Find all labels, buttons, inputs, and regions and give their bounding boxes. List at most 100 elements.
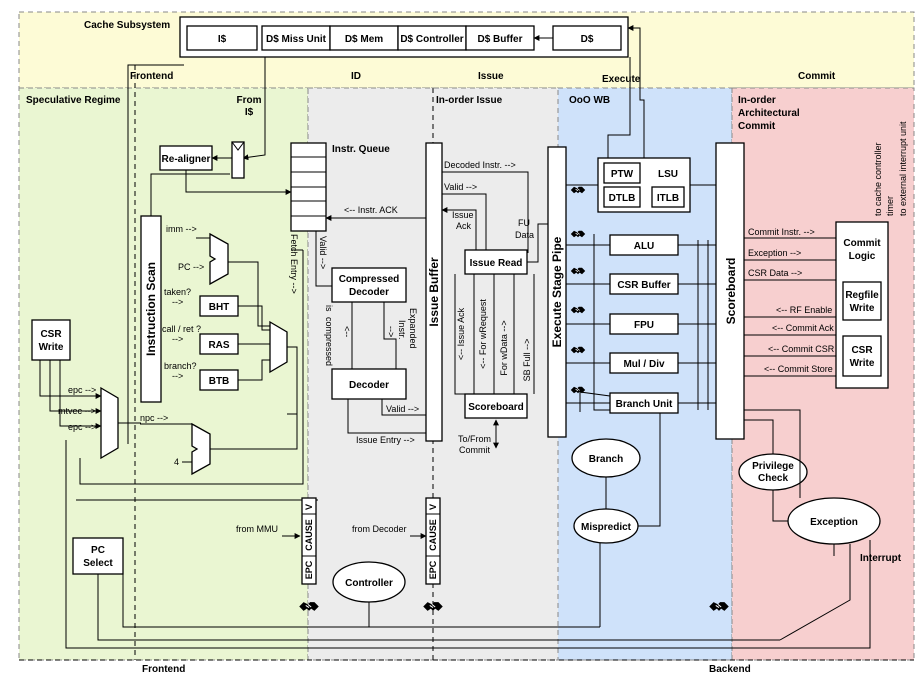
valid-decoder-label: Valid -->	[386, 404, 419, 414]
decoder-block: Decoder	[331, 368, 407, 400]
svg-text:CAUSE: CAUSE	[428, 519, 438, 551]
branch-q-label-2: -->	[172, 371, 183, 381]
svg-text:Mispredict: Mispredict	[581, 522, 632, 533]
controller-block: Controller	[332, 561, 406, 603]
svg-text:CSR Buffer: CSR Buffer	[617, 280, 670, 291]
frontend-bottom-label: Frontend	[142, 664, 185, 675]
icache-block: I$	[186, 25, 258, 51]
svg-text:CSR: CSR	[40, 329, 62, 340]
commit-label: Commit	[798, 71, 836, 82]
imm-label: imm -->	[166, 224, 197, 234]
svg-text:Compressed: Compressed	[339, 274, 400, 285]
csr-data-label: CSR Data -->	[748, 268, 802, 278]
commit-instr-label: Commit Instr. -->	[748, 227, 815, 237]
is-compressed-arrow: <--	[342, 326, 352, 337]
svg-text:V: V	[304, 504, 314, 510]
execute-stage-pipe-block: Execute Stage Pipe	[547, 146, 567, 438]
branch-unit-block: Branch Unit	[609, 392, 679, 414]
in-order-issue-label: In-order Issue	[436, 95, 503, 106]
svg-text:Privilege: Privilege	[752, 461, 794, 472]
pc-select-block: PC Select	[72, 537, 124, 575]
from-decoder-label: from Decoder	[352, 524, 407, 534]
mux-prediction	[269, 320, 288, 374]
backend-bottom-label: Backend	[709, 664, 751, 675]
in-order-commit-label-2: Architectural	[738, 108, 800, 119]
branch-q-label-1: branch?	[164, 361, 197, 371]
svg-text:BHT: BHT	[209, 302, 230, 313]
svg-text:Write: Write	[39, 342, 64, 353]
csr-buffer-block: CSR Buffer	[609, 273, 679, 295]
svg-text:Execute Stage Pipe: Execute Stage Pipe	[550, 236, 564, 347]
adder-lower	[191, 422, 211, 476]
frontend-region	[18, 87, 309, 661]
cache-subsystem-label: Cache Subsystem	[84, 20, 170, 31]
svg-text:Decoder: Decoder	[349, 380, 389, 391]
commit-csr-label: <-- Commit CSR	[768, 344, 835, 354]
instr-ack-label: <-- Instr. ACK	[344, 205, 398, 215]
svg-text:LSU: LSU	[658, 169, 678, 180]
fu-data-label-2: Data	[515, 230, 534, 240]
svg-text:Check: Check	[758, 473, 788, 484]
privilege-check-ellipse: Privilege Check	[738, 453, 808, 491]
svg-text:Regfile: Regfile	[845, 290, 879, 301]
svg-text:I$: I$	[218, 34, 227, 45]
issue-scoreboard-block: Scoreboard	[464, 393, 528, 419]
dcache-mem-block: D$ Mem	[329, 25, 399, 51]
svg-text:DTLB: DTLB	[609, 193, 636, 204]
bht-block: BHT	[199, 295, 239, 317]
svg-text:Issue Read: Issue Read	[470, 258, 523, 269]
svg-text:Re-aligner: Re-aligner	[162, 154, 211, 165]
ooo-wb-label: OoO WB	[569, 95, 610, 106]
commit-ack-label: <-- Commit Ack	[772, 323, 834, 333]
mispredict-ellipse: Mispredict	[573, 508, 639, 544]
taken-label-1: taken?	[164, 287, 191, 297]
expanded-instr-label-3: -->	[386, 326, 396, 337]
execute-label: Execute	[602, 74, 641, 85]
id-label: ID	[351, 71, 361, 82]
in-order-commit-label-1: In-order	[738, 95, 776, 106]
svg-text:Write: Write	[850, 303, 875, 314]
in-order-commit-label-3: Commit	[738, 121, 776, 132]
fetch-entry-label: Fetch Entry -->	[289, 234, 299, 294]
svg-text:Exception: Exception	[810, 517, 858, 528]
csr-write-commit-block: CSR Write	[842, 335, 882, 377]
callret-label-1: call / ret ?	[162, 324, 201, 334]
compressed-decoder-block: Compressed Decoder	[331, 267, 407, 303]
speculative-label: Speculative Regime	[26, 95, 121, 106]
issue-read-block: Issue Read	[464, 249, 528, 275]
four-label: 4	[174, 457, 179, 467]
frontend-top-label: Frontend	[130, 71, 173, 82]
from-icache-label-1: From	[237, 95, 262, 106]
svg-text:EPC: EPC	[428, 560, 438, 579]
svg-text:Select: Select	[83, 558, 113, 569]
fpu-block: FPU	[609, 313, 679, 335]
fetch-register	[231, 141, 245, 179]
svg-text:Logic: Logic	[849, 251, 876, 262]
svg-text:RAS: RAS	[208, 340, 229, 351]
svg-text:Branch: Branch	[589, 454, 623, 465]
issue-label: Issue	[478, 71, 504, 82]
from-mmu-label: from MMU	[236, 524, 278, 534]
sb-full-label: SB Full -->	[522, 339, 532, 382]
valid-issue-label: Valid -->	[444, 182, 477, 192]
npc-label: npc -->	[140, 413, 168, 423]
pc-label: PC -->	[178, 262, 204, 272]
instruction-scan-block: Instruction Scan	[140, 215, 162, 403]
issue-ack-vert-label: <-- Issue Ack	[456, 307, 466, 360]
pc-mux	[100, 386, 119, 460]
svg-text:ALU: ALU	[634, 241, 655, 252]
instr-queue-label: Instr. Queue	[332, 144, 390, 155]
to-from-commit-label-2: Commit	[459, 445, 490, 455]
svg-text:Issue Buffer: Issue Buffer	[427, 257, 441, 327]
expanded-instr-label-1: Expanded	[408, 308, 418, 349]
svg-text:D$ Miss Unit: D$ Miss Unit	[266, 34, 327, 45]
commit-scoreboard-block: Scoreboard	[715, 142, 745, 440]
svg-text:D$ Mem: D$ Mem	[345, 34, 383, 45]
issue-ack-label-2: Ack	[456, 221, 472, 231]
csr-write-frontend-block: CSR Write	[31, 319, 71, 361]
svg-text:Branch Unit: Branch Unit	[616, 399, 673, 410]
mtvec-label: mtvec -->	[58, 406, 96, 416]
svg-text:CAUSE: CAUSE	[304, 519, 314, 551]
taken-label-2: -->	[172, 297, 183, 307]
